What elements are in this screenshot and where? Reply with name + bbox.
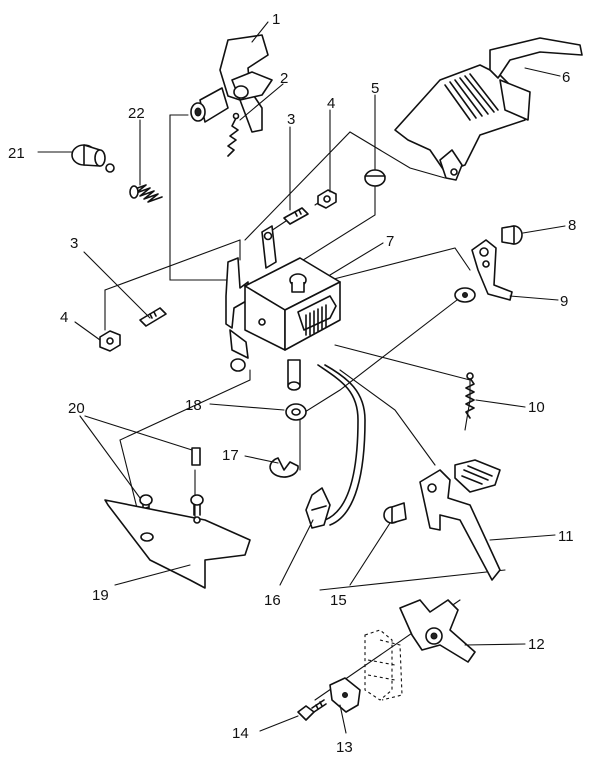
callout-11: 11 xyxy=(558,528,574,545)
callout-7: 7 xyxy=(386,233,394,250)
callout-22: 22 xyxy=(128,105,145,122)
callout-14: 14 xyxy=(232,725,249,742)
callout-3-right: 3 xyxy=(287,111,295,128)
part-3-shaft-lower xyxy=(139,307,167,327)
callout-3-left: 3 xyxy=(70,235,78,252)
callout-17: 17 xyxy=(222,447,239,464)
part-8-screw-cap xyxy=(501,225,523,245)
callout-4-right: 4 xyxy=(327,95,335,112)
callout-16: 16 xyxy=(264,592,281,609)
part-6-handle-assembly xyxy=(394,37,583,181)
part-21-plunger-knob xyxy=(71,144,115,173)
part-14-screw xyxy=(297,699,327,721)
part-4-nut-upper xyxy=(317,189,337,209)
part-12-cam-lever xyxy=(399,599,476,663)
part-22-coil-spring xyxy=(129,184,163,203)
part-10-spring xyxy=(465,372,475,419)
callout-1: 1 xyxy=(272,11,280,28)
part-7-solenoid-bracket xyxy=(225,225,341,391)
part-4-nut-lower xyxy=(99,330,121,352)
callout-labels: 1 2 3 3 4 4 5 6 7 8 9 10 11 12 13 14 15 … xyxy=(8,11,576,756)
part-5-cap xyxy=(364,169,386,187)
callout-9: 9 xyxy=(560,293,568,310)
part-20-screws xyxy=(139,447,204,516)
callout-18: 18 xyxy=(185,397,202,414)
callout-21: 21 xyxy=(8,145,25,162)
part-9-lever-bracket xyxy=(454,239,513,303)
callout-10: 10 xyxy=(528,399,545,416)
part-15-screw xyxy=(383,502,407,524)
callout-4-left: 4 xyxy=(60,309,68,326)
callout-5: 5 xyxy=(371,80,379,97)
part-17-e-clip xyxy=(269,457,299,478)
part-11-latch-lever xyxy=(419,459,501,581)
callout-12: 12 xyxy=(528,636,545,653)
callout-8: 8 xyxy=(568,217,576,234)
callout-15: 15 xyxy=(330,592,347,609)
callout-20: 20 xyxy=(68,400,85,417)
callout-19: 19 xyxy=(92,587,109,604)
part-19-cover-plate xyxy=(104,499,251,589)
part-1-pivot-arm xyxy=(190,34,273,133)
part-2-small-spring xyxy=(227,112,240,157)
callout-13: 13 xyxy=(336,739,353,756)
leader-lines xyxy=(37,21,566,734)
part-3-shaft-upper xyxy=(283,207,309,225)
part-16-wire-connector xyxy=(305,364,366,529)
callout-2: 2 xyxy=(280,70,288,87)
part-18-washer xyxy=(285,403,307,421)
part-13-plate xyxy=(329,677,361,713)
assembly-guide-lines xyxy=(104,114,506,701)
ghost-bracket-dashed xyxy=(364,629,403,701)
callout-6: 6 xyxy=(562,69,570,86)
